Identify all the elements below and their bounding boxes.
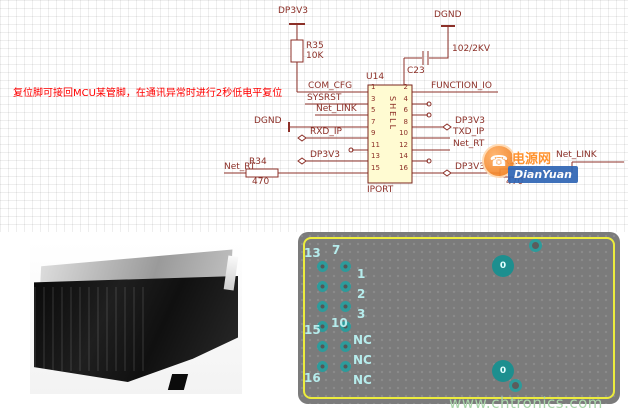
pad-label-15: 15 bbox=[304, 323, 321, 337]
phone-icon: ☎ bbox=[482, 144, 516, 178]
u14-pin-3: 3 bbox=[371, 95, 376, 103]
u14-pin-2: 2 bbox=[403, 83, 408, 91]
net-dp3v3-right-lower: DP3V3 bbox=[455, 162, 485, 172]
r35-body bbox=[290, 39, 304, 63]
no-connect-pin11 bbox=[348, 147, 354, 153]
u14-pin-10: 10 bbox=[399, 129, 408, 137]
r34-ref: R34 bbox=[249, 157, 267, 167]
pad-row1-col2 bbox=[340, 261, 351, 272]
u14-left-pin-stubs bbox=[352, 91, 368, 174]
pad-label-2: 2 bbox=[357, 287, 366, 301]
net-dp3v3-left: DP3V3 bbox=[310, 150, 340, 160]
net-link-left: Net_LINK bbox=[316, 104, 357, 114]
wire-c23-left-lead bbox=[403, 57, 422, 85]
watermark-en-text: DianYuan bbox=[508, 166, 578, 183]
pcb-silk-outline bbox=[303, 237, 615, 399]
no-connect-pin14 bbox=[426, 158, 432, 164]
pad-label-nc-1: NC bbox=[353, 333, 372, 347]
r35-ref: R35 bbox=[306, 41, 324, 51]
u14-shell-label: SHELL bbox=[388, 96, 397, 132]
port-diamond-dp3v3-upper bbox=[442, 123, 452, 131]
r34-body bbox=[245, 168, 279, 178]
pad-label-10: 10 bbox=[331, 316, 348, 330]
pad-row5-col1 bbox=[317, 341, 328, 352]
watermark-cn-text: 电源网 bbox=[512, 152, 552, 167]
u14-pin-5: 5 bbox=[371, 106, 376, 114]
dp3v3-top-label: DP3V3 bbox=[278, 6, 308, 16]
u14-body bbox=[367, 84, 413, 184]
u14-pin-14: 14 bbox=[399, 152, 408, 160]
no-connect-pin4 bbox=[426, 101, 432, 107]
dgnd-top-label: DGND bbox=[434, 10, 462, 20]
pad-label-1: 1 bbox=[357, 267, 366, 281]
r34-value: 470 bbox=[252, 177, 270, 187]
schematic-graphics bbox=[224, 23, 624, 184]
port-diamond-dp3v3-left bbox=[297, 157, 307, 165]
pad-label-16: 16 bbox=[304, 371, 321, 385]
u14-pin-7: 7 bbox=[371, 118, 376, 126]
pad-row5-col2 bbox=[340, 341, 351, 352]
pad-label-7: 7 bbox=[332, 243, 341, 257]
u14-pin-15: 15 bbox=[371, 164, 380, 172]
pad-label-3: 3 bbox=[357, 307, 366, 321]
u14-pin-12: 12 bbox=[399, 141, 408, 149]
u14-pin-11: 11 bbox=[371, 141, 380, 149]
reset-annotation: 复位脚可接回MCU某管脚，在通讯异常时进行2秒低电平复位 bbox=[13, 88, 283, 99]
pad-row3-col1 bbox=[317, 301, 328, 312]
c23-ref: C23 bbox=[407, 66, 425, 76]
dianyuan-watermark: ☎ 电源网 DianYuan bbox=[480, 142, 590, 190]
schematic-panel: 复位脚可接回MCU某管脚，在通讯异常时进行2秒低电平复位 DP3V3 DGND … bbox=[0, 0, 628, 232]
pad-label-13: 13 bbox=[304, 246, 321, 260]
c23-plates bbox=[422, 51, 429, 65]
pad-row6-col1 bbox=[317, 361, 328, 372]
pad-row2-col2 bbox=[340, 281, 351, 292]
mounting-hole-top-label: 0 bbox=[499, 261, 507, 271]
net-link-right: Net_LINK bbox=[556, 150, 597, 160]
pad-row4-col2 bbox=[340, 321, 351, 332]
net-rxd-ip: RXD_IP bbox=[310, 127, 342, 137]
net-sysrst: SYSRST bbox=[307, 93, 342, 103]
site-url: www.chtronics.com bbox=[449, 394, 603, 412]
port-diamond-rxd-ip bbox=[297, 134, 307, 142]
connector-body bbox=[34, 276, 238, 382]
connector-mount-tab bbox=[167, 374, 189, 390]
pcb-footprint: 13 7 1 2 3 15 10 NC NC NC 16 0 0 bbox=[298, 232, 620, 404]
no-connect-pin6 bbox=[426, 112, 432, 118]
u14-pin-9: 9 bbox=[371, 129, 376, 137]
pad-row1-col1 bbox=[317, 261, 328, 272]
net-rt-right: Net_RT bbox=[453, 139, 485, 149]
pad-row6-col2 bbox=[340, 361, 351, 372]
u14-part: IPORT bbox=[367, 185, 394, 195]
net-rt-left: Net_RT bbox=[224, 162, 256, 172]
net-dgnd-left: DGND bbox=[254, 116, 282, 126]
u14-pin-4: 4 bbox=[403, 95, 408, 103]
u14-pin-8: 8 bbox=[403, 118, 408, 126]
pad-row4-col1 bbox=[317, 321, 328, 332]
mounting-hole-top: 0 bbox=[492, 255, 514, 277]
pad-label-nc-2: NC bbox=[353, 353, 372, 367]
r35-value: 10K bbox=[306, 51, 324, 61]
u14-ref: U14 bbox=[366, 72, 385, 82]
mounting-hole-bottom: 0 bbox=[492, 360, 514, 382]
pad-row2-col1 bbox=[317, 281, 328, 292]
net-function-io: FUNCTION_IO bbox=[431, 81, 492, 91]
net-dp3v3-right-upper: DP3V3 bbox=[455, 116, 485, 126]
via-ring-top bbox=[529, 239, 542, 252]
net-txd-ip: TXD_IP bbox=[453, 127, 485, 137]
u14-right-pin-stubs bbox=[412, 91, 428, 174]
u14-pin-1: 1 bbox=[371, 83, 376, 91]
u14-pin-16: 16 bbox=[399, 164, 408, 172]
pad-row3-col2 bbox=[340, 301, 351, 312]
u14-pin-6: 6 bbox=[403, 106, 408, 114]
u14-pin-13: 13 bbox=[371, 152, 380, 160]
pad-label-nc-3: NC bbox=[353, 373, 372, 387]
port-diamond-dp3v3-lower bbox=[442, 169, 452, 177]
wire-c23-right-lead bbox=[429, 26, 449, 59]
net-com-cfg: COM_CFG bbox=[308, 81, 353, 91]
via-ring-bottom bbox=[509, 379, 522, 392]
connector-photo bbox=[30, 242, 242, 394]
c23-value: 102/2KV bbox=[452, 44, 490, 54]
mounting-hole-bottom-label: 0 bbox=[499, 366, 507, 376]
